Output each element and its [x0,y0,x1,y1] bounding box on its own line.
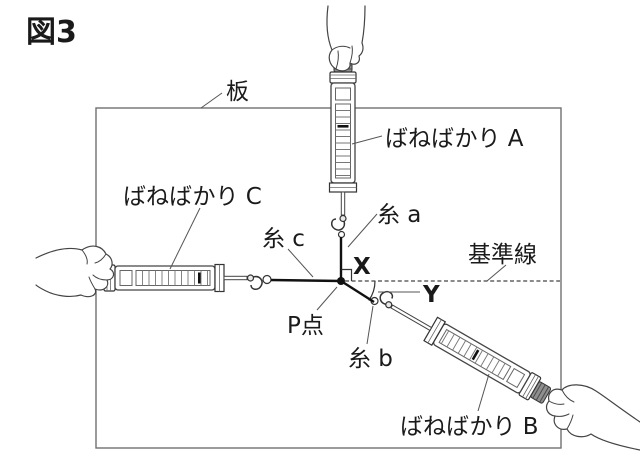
right-angle-marker [341,268,353,281]
string-b-line [340,279,375,304]
scale-pointer [337,125,349,128]
leader-board [200,92,223,109]
label-string-c: 糸 c [262,226,305,252]
hand-holding-scale-c [35,245,115,298]
label-y: Y [422,282,440,308]
label-x: X [353,254,371,280]
spring-scale-a [328,57,358,231]
label-string-a: 糸 a [377,202,421,228]
leader-scale-b [477,373,490,412]
leader-scale-a [351,135,383,145]
leader-reference-line [486,264,507,282]
scale-pointer [198,272,201,284]
label-scale-a: ばねばかり A [385,126,524,152]
scale-pointer [471,349,480,361]
hand-holding-scale-b [545,384,640,451]
string-c-line [270,278,342,283]
label-scale-b: ばねばかり B [400,414,539,440]
leader-scale-c [169,207,201,270]
hand-holding-scale-a [326,5,366,72]
string-c-loop [262,274,272,285]
label-board: 板 [226,79,249,105]
leader-string-c [287,248,314,278]
scale-rod-ball [385,301,393,309]
label-point-p: P点 [287,313,324,339]
scale-hook [379,290,394,306]
label-scale-c: ばねばかり C [123,184,262,210]
leader-point-p [316,286,338,311]
point-p-dot [337,277,345,285]
leader-string-a [347,213,378,248]
label-string-b: 糸 b [348,346,393,372]
label-reference-line: 基準線 [468,242,537,268]
spring-scale-c [89,263,263,293]
spring-scale-b [379,290,555,409]
figure-title: 図3 [26,15,77,50]
leader-string-b [366,305,374,345]
